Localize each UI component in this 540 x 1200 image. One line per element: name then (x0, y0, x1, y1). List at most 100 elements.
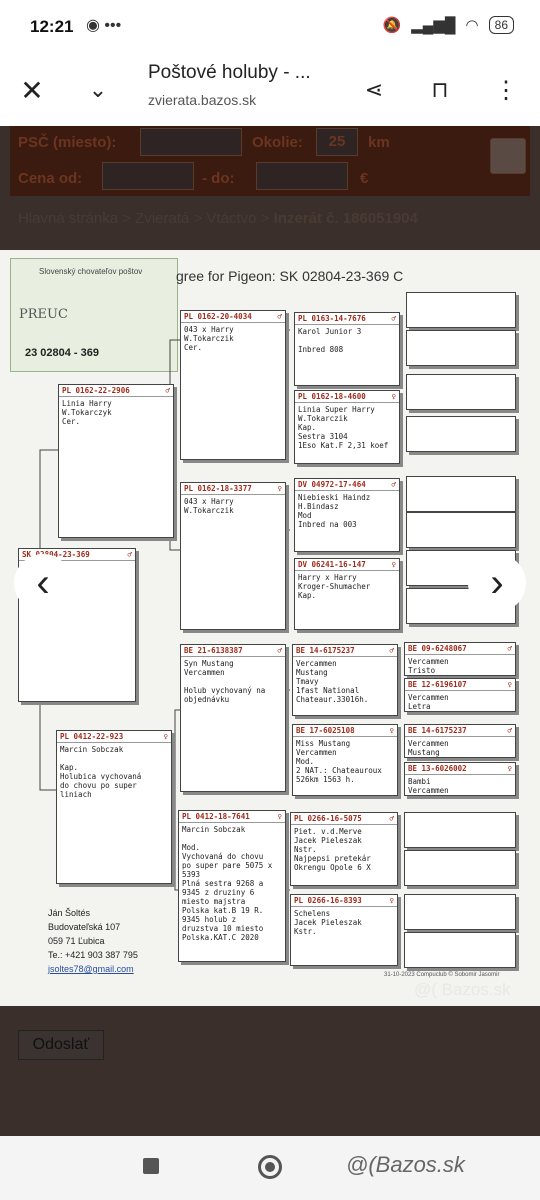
pedigree-card-g4: BE 14-6175237♂ Vercammen Mustang (404, 724, 516, 758)
sex-symbol: ♀ (391, 392, 396, 401)
pedigree-card-empty (406, 292, 516, 328)
card-ring: BE 14-6175237♂ (405, 725, 515, 737)
breadcrumb-zvierata[interactable]: Zvieratá (135, 210, 190, 227)
mute-icon: 🔕 (382, 17, 402, 34)
card-ring: SK 02804-23-369♂ (19, 549, 135, 561)
close-icon[interactable]: ✕ (20, 74, 44, 106)
system-nav-bar: @(Bazos.sk (0, 1136, 540, 1200)
breadcrumb-current: Inzerát č. 186051904 (273, 210, 418, 227)
share-icon[interactable]: ⋖ (364, 77, 384, 102)
pedigree-card-g3: PL 0162-18-4600♀ Linia Super Harry W.Tok… (294, 390, 400, 464)
more-icon[interactable]: ⋮ (494, 76, 518, 104)
pedigree-card-sire-sire: PL 0162-20-4034♂ 043 x Harry W.Tokarczik… (180, 310, 286, 460)
prev-image-button[interactable]: ‹ (14, 554, 72, 612)
nav-watermark: @(Bazos.sk (346, 1152, 465, 1177)
breadcrumb-sep: > (256, 210, 274, 227)
card-ring: DV 04972-17-464♂ (295, 479, 399, 491)
submit-button[interactable]: Odoslať (18, 1030, 104, 1060)
bookmark-icon[interactable]: ⊓ (431, 77, 449, 102)
card-body: Schelens Jacek Pieleszak Kstr. (294, 909, 362, 936)
pedigree-card-empty (404, 850, 516, 886)
chevron-right-icon: › (490, 560, 504, 605)
ring-number: BE 21-6138387 (184, 646, 243, 655)
pedigree-title: gree for Pigeon: SK 02804-23-369 C (176, 268, 404, 284)
do-label: - do: (202, 170, 235, 187)
sex-symbol: ♂ (507, 726, 512, 735)
pedigree-card-sire-dam: PL 0162-18-3377♀ 043 x Harry W.Tokarczik (180, 482, 286, 630)
ring-number: PL 0162-18-3377 (184, 484, 252, 493)
stamp-ring: 23 02804 - 369 (25, 347, 100, 359)
psc-input[interactable] (140, 128, 242, 156)
ring-number: PL 0163-14-7676 (298, 314, 366, 323)
breadcrumb-sep: > (118, 210, 136, 227)
card-ring: PL 0266-16-8393♀ (291, 895, 397, 907)
recents-button[interactable] (143, 1158, 159, 1174)
pedigree-card-dam-sire: BE 21-6138387♂ Syn Mustang Vercammen Hol… (180, 644, 286, 792)
pedigree-footer: 31-10-2023 Compuclub © Sobomir Jasomir (384, 972, 500, 978)
breeder-street: Budovateľská 107 (48, 922, 121, 932)
card-ring: PL 0412-18-7641♀ (179, 811, 285, 823)
sex-symbol: ♂ (391, 314, 396, 323)
ring-number: PL 0162-20-4034 (184, 312, 252, 321)
sex-symbol: ♀ (277, 812, 282, 821)
okolie-input[interactable]: 25 (316, 128, 358, 156)
breadcrumb-vtactvo[interactable]: Vtáctvo (206, 210, 257, 227)
breeder-info: Ján Šoltés Budovateľská 107 059 71 Ľubic… (48, 906, 138, 976)
pedigree-image[interactable]: Slovenský chovateľov poštov PREUC 23 028… (0, 250, 540, 1006)
breeder-name: Ján Šoltés (48, 908, 91, 918)
okolie-label: Okolie: (252, 134, 303, 151)
pedigree-card-g3: PL 0163-14-7676♂ Karol Junior 3 Inbred 8… (294, 312, 400, 386)
pedigree-card-empty (406, 476, 516, 512)
card-body: Linia Super Harry W.Tokarczik Kap. Sestr… (298, 405, 389, 450)
sex-symbol: ♂ (277, 312, 282, 321)
sex-symbol: ♂ (277, 646, 282, 655)
club-stamp: Slovenský chovateľov poštov PREUC 23 028… (10, 258, 178, 372)
ring-number: BE 13-6026002 (408, 764, 467, 773)
card-ring: PL 0163-14-7676 ♂ (295, 313, 399, 325)
pedigree-card-empty (404, 932, 516, 968)
card-ring: PL 0162-20-4034 ♂ (181, 311, 285, 323)
bazos-watermark: @( Bazos.sk (414, 980, 511, 999)
pedigree-card-empty (406, 330, 516, 366)
pedigree-card-g3: BE 17-6025108♀ Miss Mustang Vercammen Mo… (292, 724, 398, 796)
clock: 12:21 (30, 17, 74, 36)
sex-symbol: ♀ (391, 560, 396, 569)
km-label: km (368, 134, 390, 151)
card-ring: PL 0412-22-923♀ (57, 731, 171, 743)
page-url: zvierata.bazos.sk (148, 92, 257, 108)
pedigree-card-empty (406, 374, 516, 410)
signal-icon: ▂▄▆█ (411, 17, 456, 34)
card-ring: PL 0162-22-2906♂ (59, 385, 173, 397)
ring-number: PL 0266-16-5075 (294, 814, 362, 823)
status-icons: 🔕 ▂▄▆█ ◠ 86 (383, 16, 514, 34)
chevron-left-icon: ‹ (36, 560, 50, 605)
breeder-phone: Te.: +421 903 387 795 (48, 950, 138, 960)
card-body: Marcin Sobczak Mod. Vychovaná do chovu p… (182, 825, 273, 942)
pedigree-card-g3: DV 04972-17-464♂ Niebieski Haindz H.Bind… (294, 478, 400, 552)
sex-symbol: ♂ (127, 550, 132, 559)
sex-symbol: ♂ (165, 386, 170, 395)
card-body: Linia Harry W.Tokarczyk Cer. (62, 399, 112, 426)
ring-number: PL 0412-22-923 (60, 732, 124, 741)
pedigree-card-empty (404, 894, 516, 930)
pedigree-card-sire: PL 0162-22-2906♂ Linia Harry W.Tokarczyk… (58, 384, 174, 538)
price-from-input[interactable] (102, 162, 194, 190)
pedigree-card-empty (406, 512, 516, 548)
collapse-icon[interactable] (490, 138, 526, 174)
pedigree-card-g3: PL 0266-16-5075♂ Piet. v.d.Merve Jacek P… (290, 812, 398, 886)
breadcrumb-home[interactable]: Hlavná stránka (18, 210, 119, 227)
pedigree-card-g4: BE 13-6026002♀ Bambi Vercammen (404, 762, 516, 796)
chevron-down-icon[interactable]: ⌄ (88, 77, 108, 102)
price-to-input[interactable] (256, 162, 348, 190)
next-image-button[interactable]: › (468, 554, 526, 612)
ring-number: BE 09-6248067 (408, 644, 467, 653)
ring-number: DV 06241-16-147 (298, 560, 366, 569)
ring-number: BE 17-6025108 (296, 726, 355, 735)
sex-symbol: ♀ (389, 726, 394, 735)
sex-symbol: ♀ (507, 764, 512, 773)
card-body: Vercammen Mustang Tmavy 1fast National C… (296, 659, 369, 704)
pedigree-card-g4: BE 12-6196107♀ Vercammen Letra (404, 678, 516, 712)
pedigree-card-g3: BE 14-6175237♂ Vercammen Mustang Tmavy 1… (292, 644, 398, 716)
pedigree-card-dam-dam: PL 0412-18-7641♀ Marcin Sobczak Mod. Vyc… (178, 810, 286, 962)
home-button[interactable] (258, 1155, 282, 1179)
